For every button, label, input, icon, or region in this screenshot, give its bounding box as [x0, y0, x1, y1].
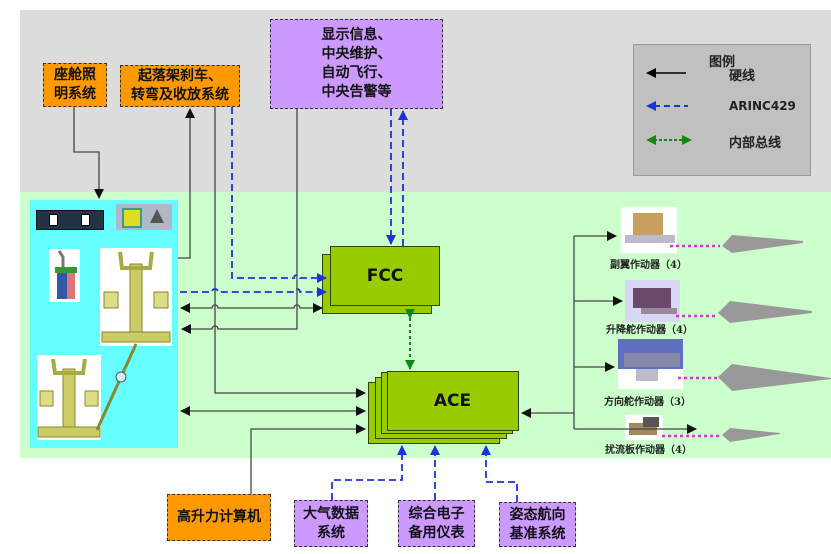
arinc-air-data-ace [331, 445, 407, 500]
ahrs-box[interactable]: 姿态航向 基准系统 [499, 502, 576, 547]
air-data-system-box[interactable]: 大气数据 系统 [294, 500, 368, 547]
spoiler-actuator-label: 扰流板作动器（4） [605, 445, 692, 456]
switch-icon [49, 214, 58, 226]
legend-label-internal-bus: 内部总线 [729, 136, 782, 151]
spoiler-surface [722, 428, 780, 442]
cabin-lighting-system-box[interactable]: 座舱照 明系统 [43, 63, 107, 107]
rudder-pedal-image-2 [37, 355, 101, 440]
gear-indicator-icon [150, 209, 164, 223]
hardwire-cockpit-fcc [182, 303, 323, 313]
arinc-ahrs-ace [481, 445, 518, 502]
legend-label-hardwire: 硬线 [729, 69, 756, 84]
arinc-landing-gear-fcc [231, 107, 327, 283]
legend-line-samples [646, 68, 692, 145]
display-info-box[interactable]: 显示信息、 中央维护、 自动飞行、 中央告警等 [270, 19, 443, 109]
landing-gear-system-box[interactable]: 起落架刹车、 转弯及收放系统 [120, 65, 240, 107]
gear-control-panel[interactable] [116, 204, 172, 230]
ace-module[interactable] [387, 371, 519, 431]
hardwire-high-lift-ace [250, 424, 366, 494]
legend-label-arinc429: ARINC429 [729, 99, 796, 113]
gear-lever-icon [122, 208, 142, 228]
arinc-cockpit-fcc [180, 287, 327, 297]
elevator-surface [718, 301, 812, 323]
rudder-pedal-image-1 [100, 248, 172, 346]
high-lift-computer-box[interactable]: 高升力计算机 [167, 494, 271, 541]
aileron-actuator-label: 副翼作动器（4） [610, 260, 687, 271]
spoiler-actuator-image [625, 415, 663, 440]
switch-icon [81, 214, 90, 226]
rudder-actuator-label: 方向舵作动器（3） [604, 397, 691, 408]
aileron-actuator-image [621, 207, 677, 253]
legend-title: 图例 [708, 55, 735, 70]
legend-internal-bus-line [646, 135, 692, 145]
fcc-module[interactable] [330, 246, 440, 306]
hardwire-display-cockpit [181, 109, 298, 334]
elevator-actuator-label: 升降舵作动器（4） [606, 325, 693, 336]
legend-arinc429-line [646, 101, 688, 111]
aileron-surface [722, 235, 803, 253]
hardwire-cabin-lighting [73, 107, 104, 199]
rudder-surface [718, 364, 831, 391]
rudder-actuator-image [618, 339, 683, 389]
standby-instruments-box[interactable]: 综合电子 备用仪表 [398, 500, 475, 547]
ace-label: ACE [433, 391, 472, 411]
light-switch-panel[interactable] [36, 210, 104, 230]
legend: 图例 硬线 ARINC429 内部总线 [633, 44, 811, 176]
legend-hardwire-line [646, 68, 686, 78]
hardwire-landing-gear-up [178, 108, 195, 259]
elevator-actuator-image [625, 280, 680, 322]
throttle-lever-image [49, 249, 80, 302]
fcc-label: FCC [366, 266, 404, 286]
hardwire-landing-gear-ace [214, 107, 366, 398]
